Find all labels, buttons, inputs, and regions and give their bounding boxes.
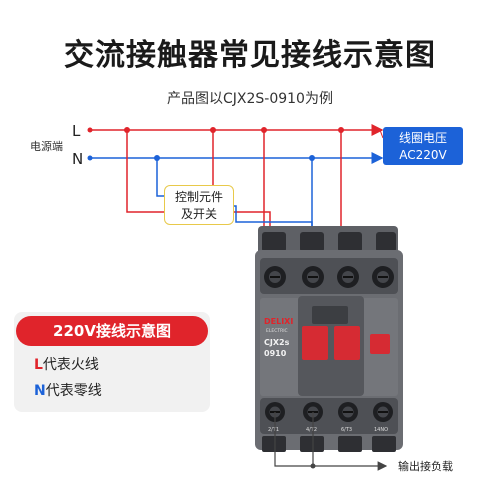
power-source-label: 电源端 bbox=[30, 139, 63, 153]
control-element-line2: 及开关 bbox=[180, 207, 217, 221]
brand-sub-label: ELECTRIC bbox=[266, 328, 288, 334]
output-wire bbox=[274, 412, 310, 467]
indicator-window bbox=[370, 334, 390, 354]
red-actuator-right bbox=[334, 326, 360, 360]
model-code-label: 0910 bbox=[264, 349, 287, 358]
neutral-terminal-dot bbox=[87, 155, 93, 161]
legend-text-l: 代表火线 bbox=[42, 357, 99, 373]
contactor-device: DELIXI ELECTRIC CJX2s 0910 2/T1 4/T2 6/T… bbox=[255, 226, 403, 452]
legend-row-neutral: N代表零线 bbox=[34, 380, 102, 400]
legend-header: 220V接线示意图 bbox=[16, 316, 208, 346]
terminal-label-3: 6/T3 bbox=[341, 427, 352, 433]
terminal-label-4: 14NO bbox=[374, 427, 388, 433]
line-n-label: N bbox=[72, 150, 83, 168]
page-title: 交流接触器常见接线示意图 bbox=[64, 38, 436, 73]
coil-voltage-title: 线圈电压 bbox=[398, 131, 447, 145]
coil-voltage-box: 线圈电压 AC220V bbox=[383, 127, 463, 165]
legend-text-n: 代表零线 bbox=[45, 383, 102, 399]
brand-label: DELIXI bbox=[264, 317, 293, 326]
page-subtitle: 产品图以CJX2S-0910为例 bbox=[167, 91, 333, 107]
line-l-label: L bbox=[72, 122, 81, 140]
top-terminal-screws bbox=[264, 266, 394, 288]
model-label: CJX2s bbox=[264, 338, 290, 347]
red-actuator-left bbox=[302, 326, 328, 360]
legend-key-l: L bbox=[34, 357, 43, 373]
live-terminal-dot bbox=[87, 127, 93, 133]
control-element-line1: 控制元件 bbox=[174, 190, 223, 204]
legend-row-live: L代表火线 bbox=[34, 354, 99, 374]
control-element-box: 控制元件 及开关 bbox=[164, 185, 234, 225]
coil-voltage-value: AC220V bbox=[399, 148, 447, 162]
terminal-label-1: 2/T1 bbox=[268, 427, 279, 433]
output-label: 输出接负载 bbox=[398, 459, 453, 473]
legend-key-n: N bbox=[34, 383, 46, 399]
terminal-label-2: 4/T2 bbox=[306, 427, 317, 433]
